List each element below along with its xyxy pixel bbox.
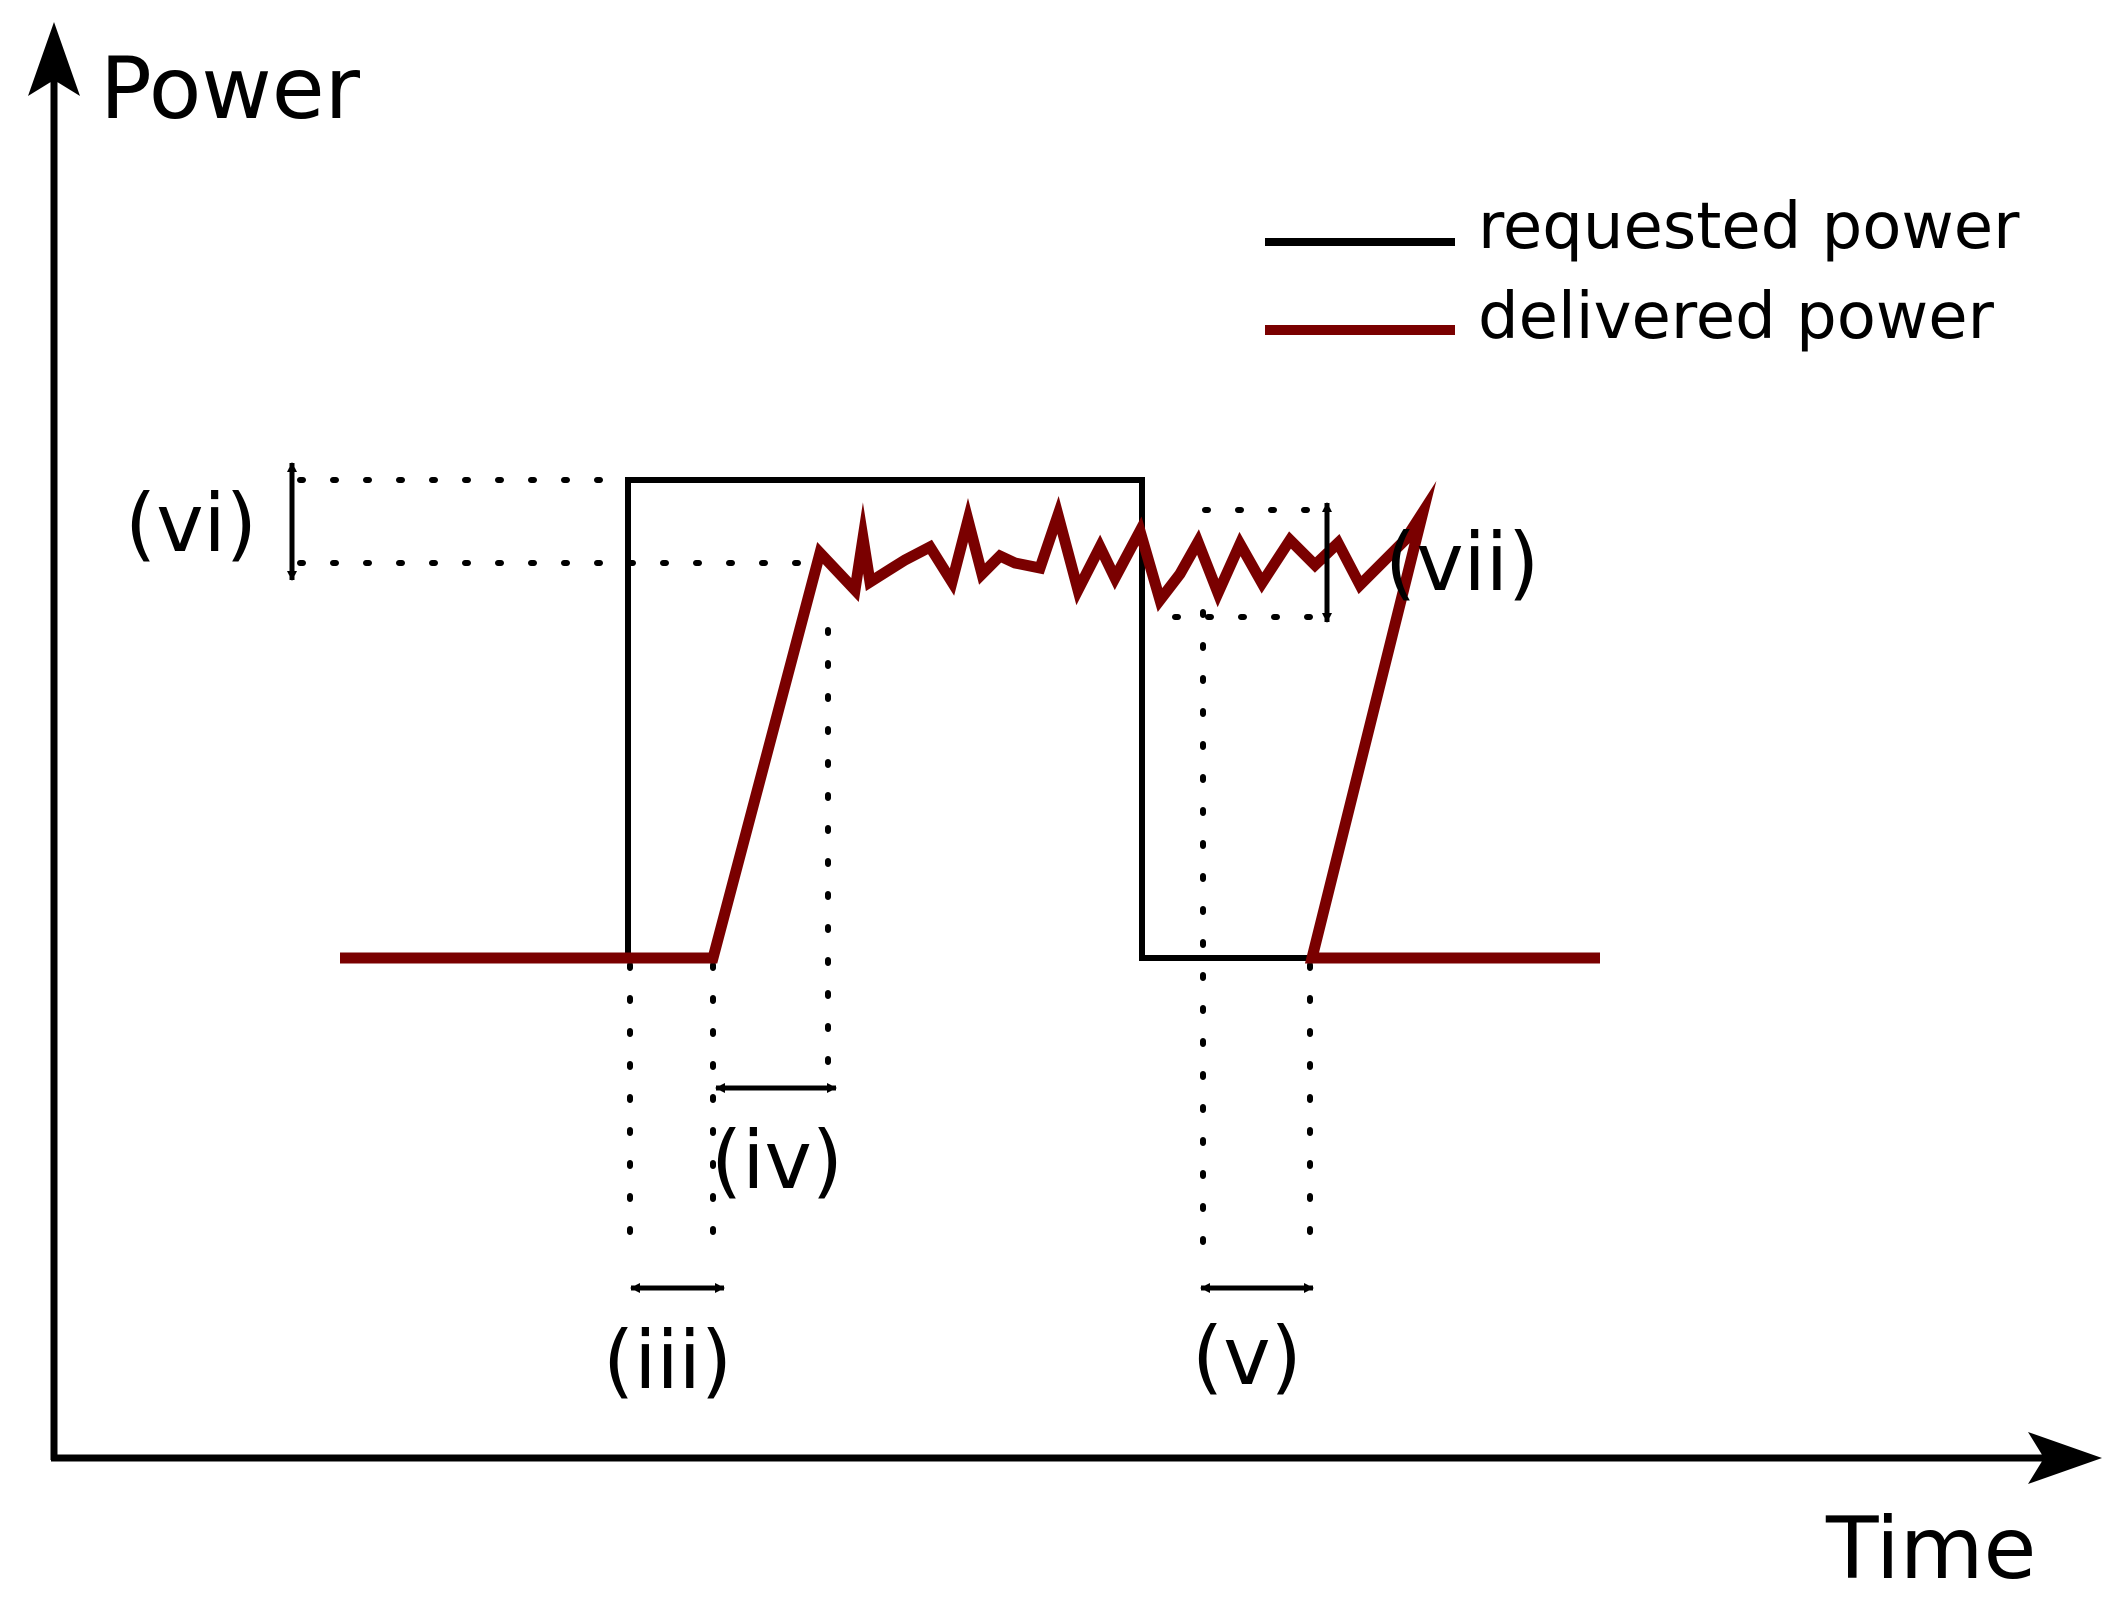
y-axis-label: Power: [100, 39, 361, 139]
legend-label-requested: requested power: [1478, 190, 2020, 264]
label-vii: (vii): [1385, 516, 1539, 609]
annotation-labels: (iii) (iv) (v) (vi) (vii): [125, 477, 1539, 1407]
label-iv: (iv): [711, 1114, 843, 1207]
y-axis-arrowhead: [28, 22, 80, 96]
label-iii: (iii): [603, 1314, 732, 1407]
label-v: (v): [1192, 1310, 1302, 1403]
axes: Power Time: [28, 22, 2102, 1599]
requested-power-line: [625, 477, 1310, 961]
measurement-arrows: [287, 462, 1332, 1293]
label-vi: (vi): [125, 477, 257, 570]
guide-lines: [297, 477, 1333, 1258]
legend: requested power delivered power: [1265, 190, 2020, 354]
legend-label-delivered: delivered power: [1478, 280, 1995, 354]
x-axis-arrowhead: [2028, 1432, 2102, 1484]
x-axis-label: Time: [1825, 1499, 2036, 1599]
